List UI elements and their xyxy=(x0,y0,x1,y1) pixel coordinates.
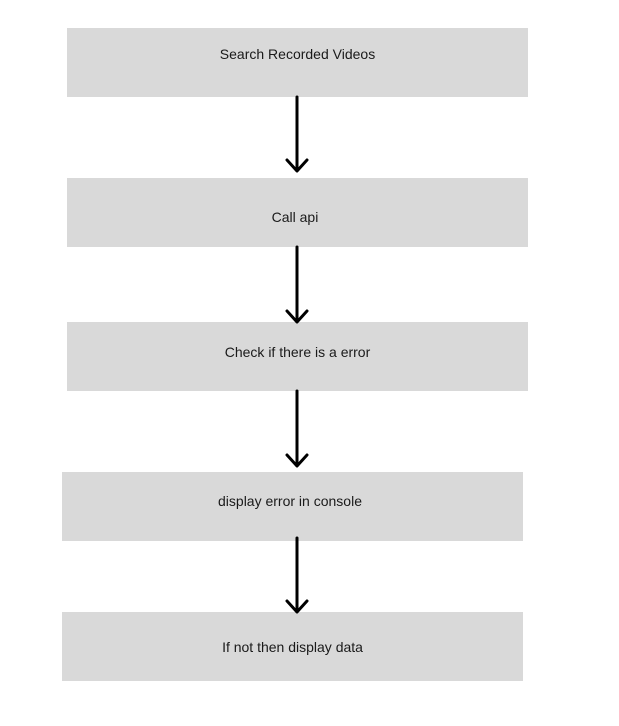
arrow-2 xyxy=(285,245,309,324)
step-label: display error in console xyxy=(218,493,362,509)
step-label: Call api xyxy=(271,209,319,225)
step-box-check-error: Check if there is a error xyxy=(67,322,528,391)
arrow-1 xyxy=(285,95,309,173)
step-label: Search Recorded Videos xyxy=(219,46,376,62)
step-label: If not then display data xyxy=(222,639,363,655)
arrow-3 xyxy=(285,389,309,468)
step-label: Check if there is a error xyxy=(224,344,371,360)
step-box-display-data: If not then display data xyxy=(62,612,523,681)
step-box-display-error: display error in console xyxy=(62,472,523,541)
step-box-call-api: Call api xyxy=(67,178,528,247)
arrow-4 xyxy=(285,536,309,614)
step-box-search-recorded-videos: Search Recorded Videos xyxy=(67,28,528,97)
